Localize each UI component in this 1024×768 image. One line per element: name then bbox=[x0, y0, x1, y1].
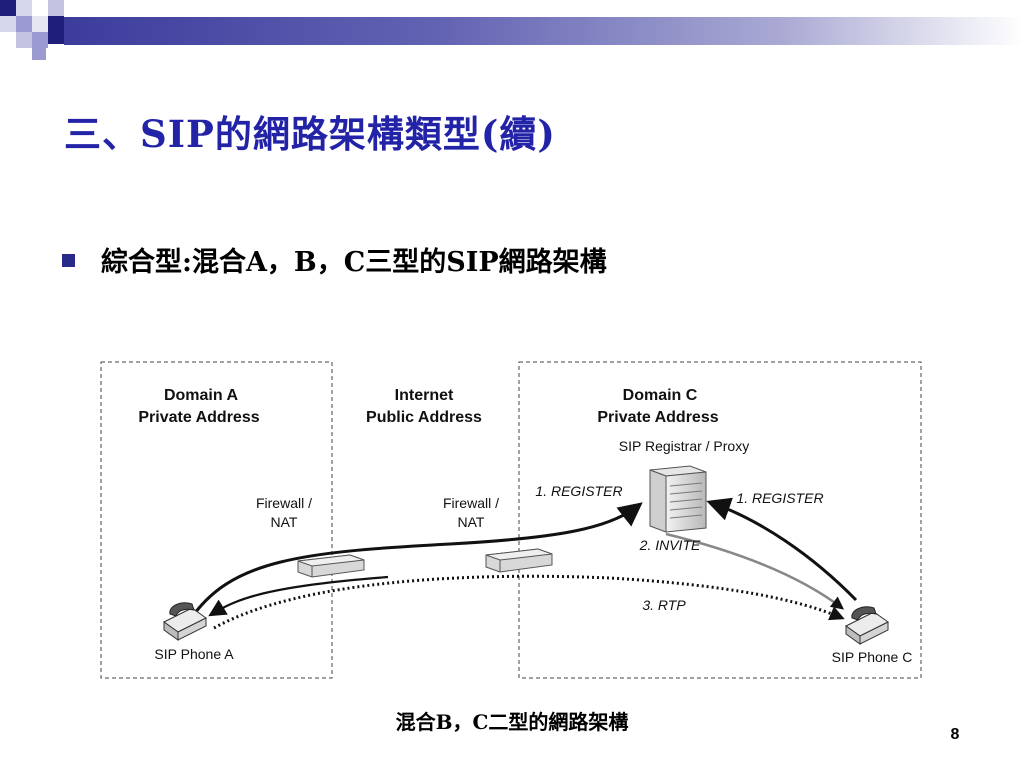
header-gradient-bar bbox=[64, 17, 1024, 45]
firewall-a-label: NAT bbox=[271, 514, 298, 530]
register-label-right: 1. REGISTER bbox=[736, 490, 823, 506]
domain-a-label: Private Address bbox=[138, 409, 259, 426]
firewall-icon bbox=[297, 554, 365, 578]
deco-square bbox=[48, 0, 64, 16]
bullet-text: 綜合型:混合A，B，C三型的SIP網路架構 bbox=[101, 247, 607, 278]
sip-network-diagram: Domain A Private Address Internet Public… bbox=[100, 361, 922, 679]
deco-square bbox=[16, 32, 32, 48]
phone-a-label: SIP Phone A bbox=[154, 646, 234, 662]
deco-square bbox=[32, 32, 48, 48]
rtp-label: 3. RTP bbox=[642, 597, 686, 613]
register-arrow-a bbox=[188, 502, 643, 621]
invite-return-arrow bbox=[208, 575, 389, 617]
deco-square bbox=[32, 48, 46, 60]
rtp-stream bbox=[213, 574, 845, 630]
telephone-icon bbox=[845, 606, 889, 645]
deco-square bbox=[16, 0, 32, 16]
domain-a-box bbox=[100, 361, 333, 679]
firewall-a-label: Firewall / bbox=[256, 495, 312, 511]
domain-c-label: Domain C bbox=[623, 387, 698, 404]
diagram-caption: 混合B，C二型的網路架構 bbox=[395, 710, 629, 734]
server-icon bbox=[649, 465, 707, 533]
internet-label: Internet bbox=[395, 387, 454, 404]
registrar-label: SIP Registrar / Proxy bbox=[619, 438, 749, 454]
firewall-icon bbox=[485, 548, 553, 573]
deco-square bbox=[0, 0, 16, 16]
telephone-icon bbox=[163, 602, 207, 641]
square-bullet-icon bbox=[62, 254, 75, 267]
firewall-c-label: Firewall / bbox=[443, 495, 499, 511]
domain-a-label: Domain A bbox=[164, 387, 239, 404]
phone-c-label: SIP Phone C bbox=[832, 649, 913, 665]
deco-square bbox=[32, 16, 48, 32]
page-number: 8 bbox=[950, 726, 960, 743]
deco-square bbox=[48, 16, 64, 44]
slide-title: 三、SIP的網路架構類型(續) bbox=[64, 112, 556, 156]
invite-label: 2. INVITE bbox=[639, 537, 701, 553]
domain-c-box bbox=[518, 361, 922, 679]
domain-c-label: Private Address bbox=[597, 409, 718, 426]
deco-square bbox=[0, 16, 16, 32]
register-label-left: 1. REGISTER bbox=[535, 483, 622, 499]
deco-square bbox=[16, 16, 32, 32]
firewall-c-label: NAT bbox=[458, 514, 485, 530]
register-arrow-c bbox=[706, 497, 858, 602]
header-decoration bbox=[0, 0, 1024, 60]
bullet-item: 綜合型:混合A，B，C三型的SIP網路架構 bbox=[62, 240, 607, 279]
internet-label: Public Address bbox=[366, 409, 482, 426]
invite-arrow-c bbox=[665, 532, 845, 610]
